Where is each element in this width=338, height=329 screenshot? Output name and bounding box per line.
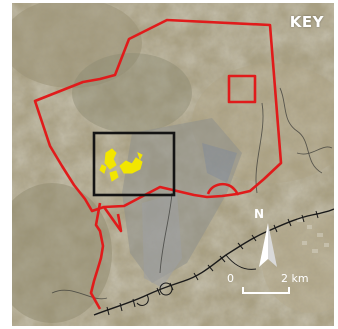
scale-end-label: 2 km [281,272,309,285]
road-network [51,87,333,300]
north-label: N [254,207,265,221]
project-boundary [33,18,283,310]
railway-route [93,208,334,316]
legend-key-label[interactable]: KEY [289,13,324,31]
north-arrow-icon [259,223,277,267]
scale-start-label: 0 [227,272,234,285]
satellite-map[interactable]: KEY [12,3,334,326]
study-area-box [92,131,176,197]
scale-bar-icon [242,287,290,294]
map-canvas [12,3,334,326]
highlight-zone [99,148,143,182]
